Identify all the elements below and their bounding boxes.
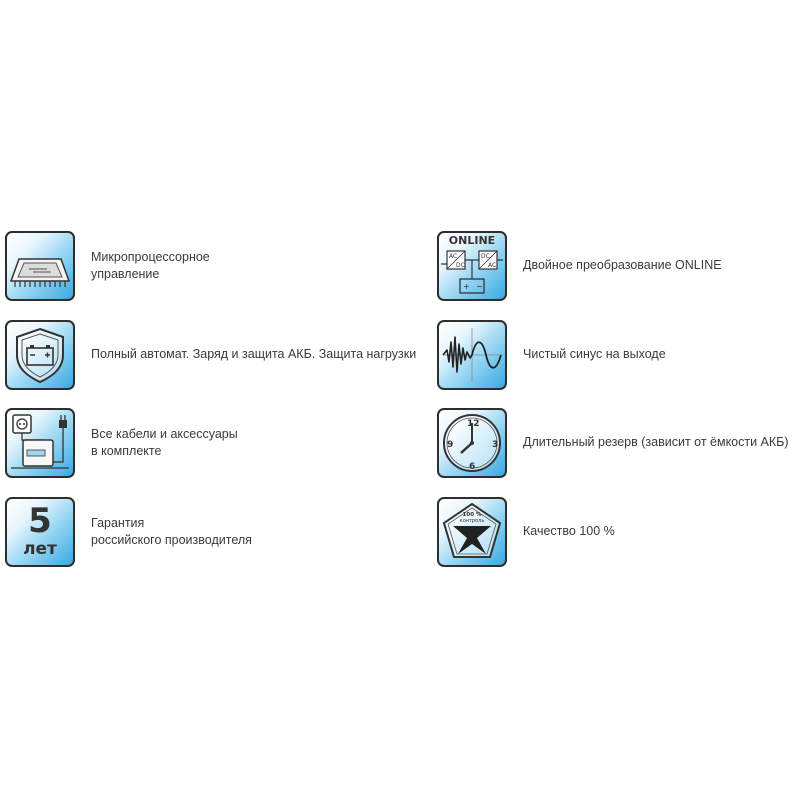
feature-sine: Чистый синус на выходе bbox=[437, 320, 666, 390]
feature-online: ONLINE AC DC DC AC + − Двойное преобразо… bbox=[437, 231, 722, 301]
feature-label-line: управление bbox=[91, 267, 160, 281]
quality-mark-percent: 100 % bbox=[463, 512, 482, 518]
svg-text:+: + bbox=[463, 282, 470, 291]
feature-label-line: российского производителя bbox=[91, 533, 252, 547]
feature-label-line: Чистый синус на выходе bbox=[523, 347, 666, 362]
svg-text:3: 3 bbox=[492, 440, 498, 450]
feature-label-line: Двойное преобразование ONLINE bbox=[523, 258, 722, 273]
svg-text:AC: AC bbox=[449, 253, 457, 260]
feature-label-line: Микропроцессорное bbox=[91, 249, 210, 264]
sine-wave-icon bbox=[437, 320, 507, 390]
feature-label: Полный автомат. Заряд и защита АКБ. Защи… bbox=[91, 346, 416, 364]
clock-icon: 12 3 6 9 bbox=[437, 408, 507, 478]
warranty-years-unit: лет bbox=[23, 539, 57, 559]
svg-text:9: 9 bbox=[447, 440, 453, 450]
warranty-years-number: 5 bbox=[28, 501, 52, 541]
outlet-cable-icon bbox=[5, 408, 75, 478]
feature-label-line: Гарантия bbox=[91, 515, 145, 530]
feature-label-line: Качество 100 % bbox=[523, 524, 615, 539]
battery-shield-icon bbox=[5, 320, 75, 390]
feature-quality: 100 % контроль Качество 100 % bbox=[437, 497, 615, 567]
feature-label: Чистый синус на выходе bbox=[523, 346, 666, 364]
svg-text:−: − bbox=[476, 282, 483, 291]
svg-text:AC: AC bbox=[488, 262, 496, 269]
feature-label: Двойное преобразование ONLINE bbox=[523, 257, 722, 275]
feature-label: Гарантия российского производителя bbox=[91, 515, 252, 550]
feature-microprocessor: Микропроцессорное управление bbox=[5, 231, 210, 301]
feature-label: Длительный резерв (зависит от ёмкости АК… bbox=[523, 434, 789, 452]
online-conversion-icon: ONLINE AC DC DC AC + − bbox=[437, 231, 507, 301]
feature-warranty: 5 лет Гарантия российского производителя bbox=[5, 497, 252, 567]
quality-mark-icon: 100 % контроль bbox=[437, 497, 507, 567]
feature-protection: Полный автомат. Заряд и защита АКБ. Защи… bbox=[5, 320, 416, 390]
svg-text:6: 6 bbox=[469, 462, 475, 472]
svg-text:12: 12 bbox=[467, 419, 480, 429]
feature-cables: Все кабели и аксессуары в комплекте bbox=[5, 408, 238, 478]
warranty-5-years-icon: 5 лет bbox=[5, 497, 75, 567]
feature-label: Качество 100 % bbox=[523, 523, 615, 541]
feature-backup: 12 3 6 9 Длительный резерв (зависит от ё… bbox=[437, 408, 789, 478]
circuit-board-icon bbox=[5, 231, 75, 301]
feature-label-line: Все кабели и аксессуары bbox=[91, 426, 238, 441]
feature-label: Все кабели и аксессуары в комплекте bbox=[91, 426, 238, 461]
svg-text:DC: DC bbox=[456, 262, 465, 269]
feature-label-line: Длительный резерв (зависит от ёмкости АК… bbox=[523, 435, 789, 450]
feature-label-line: Полный автомат. Заряд и защита АКБ. Защи… bbox=[91, 347, 417, 362]
online-label: ONLINE bbox=[448, 234, 496, 247]
feature-label: Микропроцессорное управление bbox=[91, 249, 210, 284]
feature-label-line: в комплекте bbox=[91, 444, 162, 458]
svg-text:DC: DC bbox=[481, 253, 490, 260]
quality-mark-caption: контроль bbox=[460, 518, 485, 524]
